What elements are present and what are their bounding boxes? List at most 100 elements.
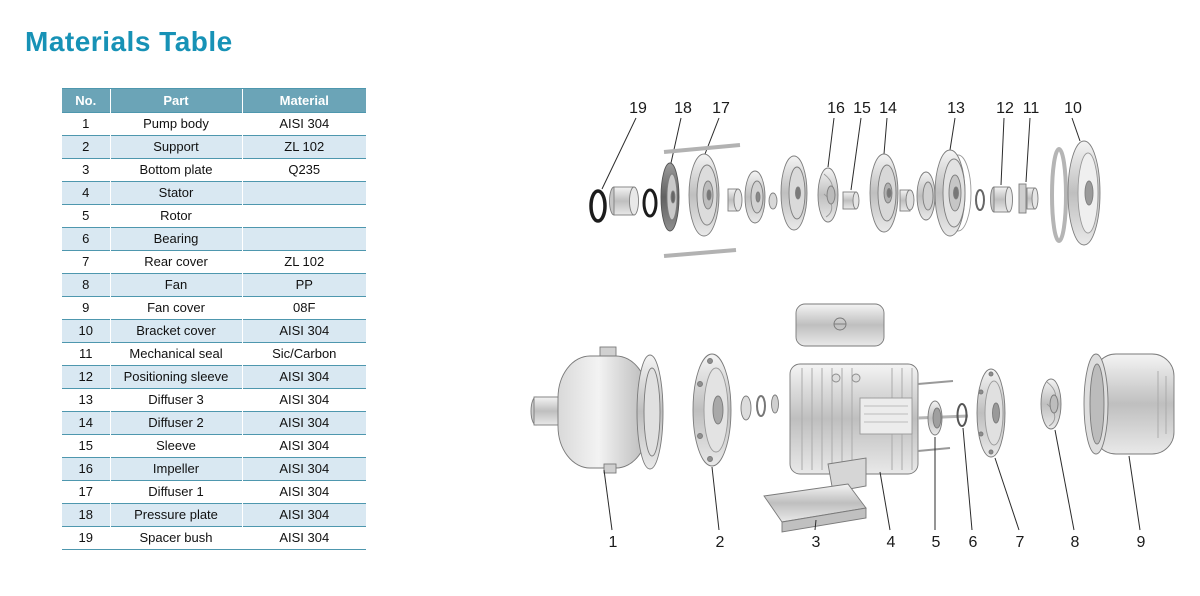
cell-no: 6	[62, 227, 110, 251]
part-pressure-plate	[660, 162, 680, 232]
cell-material: AISI 304	[241, 388, 366, 412]
cell-part: Pump body	[109, 112, 242, 136]
part-bracket-cover	[1050, 140, 1101, 246]
cell-material: ZL 102	[241, 250, 366, 274]
bottom-assembly	[530, 303, 1175, 533]
part-mechanical-seal	[1018, 183, 1039, 214]
cell-part: Rear cover	[109, 250, 242, 274]
callout-label-1: 1	[609, 534, 618, 551]
part-bottom-plate	[763, 457, 867, 533]
stud	[917, 447, 951, 452]
part-bearing	[927, 400, 943, 436]
part-ring	[740, 395, 752, 421]
cell-material: AISI 304	[241, 503, 366, 527]
cell-no: 18	[62, 503, 110, 527]
top-assembly	[589, 140, 1101, 258]
cell-no: 7	[62, 250, 110, 274]
cell-part: Diffuser 1	[109, 480, 242, 504]
cell-part: Bearing	[109, 227, 242, 251]
cell-no: 19	[62, 526, 110, 550]
cell-no: 9	[62, 296, 110, 320]
part-shaft-spacer	[727, 188, 743, 212]
part-support	[692, 353, 732, 467]
callout-label-2: 2	[716, 534, 725, 551]
cell-no: 4	[62, 181, 110, 205]
callout-label-12: 12	[996, 100, 1014, 117]
part-disc	[744, 170, 766, 224]
cell-part: Fan cover	[109, 296, 242, 320]
part-disc	[916, 171, 936, 221]
cell-no: 3	[62, 158, 110, 182]
page-title: Materials Table	[25, 26, 233, 57]
cell-part: Bottom plate	[109, 158, 242, 182]
cell-part: Rotor	[109, 204, 242, 228]
callout-label-3: 3	[812, 534, 821, 551]
stud	[917, 380, 954, 385]
cell-part: Bracket cover	[109, 319, 242, 343]
cell-material: ZL 102	[241, 135, 366, 159]
tie-rod-bottom	[663, 248, 737, 258]
cell-material: PP	[241, 273, 366, 297]
part-ring	[756, 395, 766, 417]
callout-label-11: 11	[1023, 100, 1040, 117]
cell-material: AISI 304	[241, 457, 366, 481]
cell-no: 11	[62, 342, 110, 366]
callout-label-14: 14	[879, 100, 897, 117]
tie-rod-top	[663, 143, 741, 154]
cell-material: Q235	[241, 158, 366, 182]
cell-part: Mechanical seal	[109, 342, 242, 366]
part-mid-diffuser	[780, 155, 808, 231]
callout-label-19: 19	[629, 100, 647, 117]
part-circlip	[956, 403, 968, 427]
part-terminal-box	[795, 303, 885, 347]
cell-material	[241, 181, 366, 205]
cell-material: AISI 304	[241, 319, 366, 343]
cell-part: Spacer bush	[109, 526, 242, 550]
part-positioning-sleeve	[990, 186, 1013, 213]
part-shaft-spacer	[899, 189, 915, 212]
callout-label-9: 9	[1137, 534, 1146, 551]
cell-part: Stator	[109, 181, 242, 205]
callout-label-4: 4	[887, 534, 896, 551]
cell-no: 16	[62, 457, 110, 481]
cell-part: Positioning sleeve	[109, 365, 242, 389]
rotor-window	[859, 397, 913, 435]
cell-part: Diffuser 2	[109, 411, 242, 435]
callout-label-17: 17	[712, 100, 730, 117]
cell-part: Fan	[109, 273, 242, 297]
part-diffuser-3	[934, 149, 972, 237]
part-washer	[768, 192, 778, 210]
cell-material: 08F	[241, 296, 366, 320]
o-ring	[642, 188, 658, 218]
cell-no: 5	[62, 204, 110, 228]
part-motor	[789, 363, 969, 475]
cell-no: 12	[62, 365, 110, 389]
part-sleeve	[842, 191, 860, 210]
cell-part: Diffuser 3	[109, 388, 242, 412]
col-header-part: Part	[109, 88, 242, 113]
part-spacer-bush	[609, 186, 639, 216]
callout-label-8: 8	[1071, 534, 1080, 551]
cell-part: Support	[109, 135, 242, 159]
top-callouts: 19 18 17 16 15 14 13 12 11 10	[629, 100, 1082, 117]
part-retaining-ring	[975, 189, 985, 211]
cell-part: Pressure plate	[109, 503, 242, 527]
cell-material	[241, 204, 366, 228]
cell-material: AISI 304	[241, 365, 366, 389]
bottom-callouts: 1 2 3 4 5 6 7 8 9	[609, 534, 1146, 551]
part-fan	[1040, 378, 1062, 430]
callout-label-7: 7	[1016, 534, 1025, 551]
